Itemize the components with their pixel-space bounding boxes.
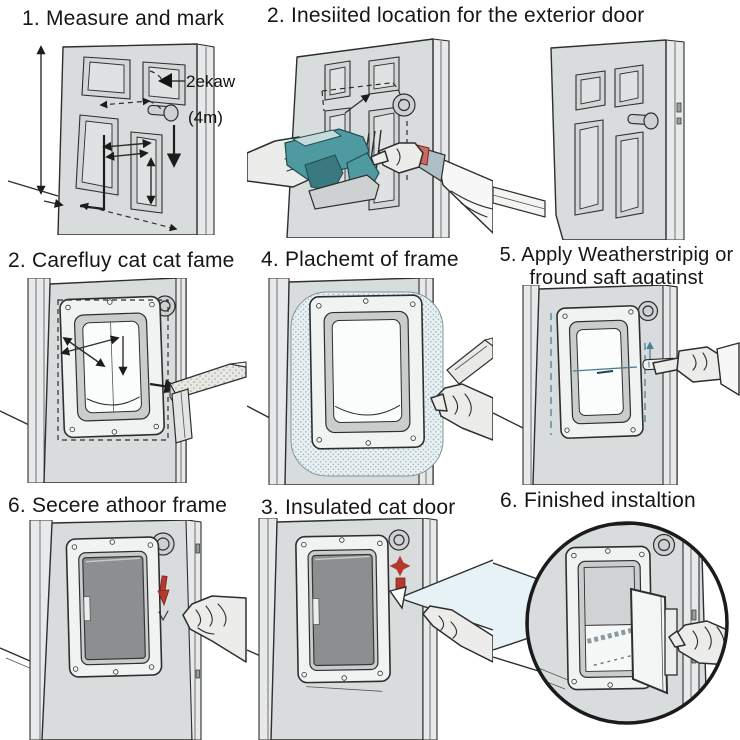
wood-board [169, 361, 247, 444]
measurement-arrows [7, 45, 182, 232]
mark-location-illustration [247, 38, 493, 238]
panel-1-title: 1. Measure and mark [22, 7, 224, 31]
flap-slider [83, 596, 91, 622]
size-note-label: (4m) [188, 108, 223, 127]
measure-and-mark-illustration: 2ekaw (4m) [7, 43, 236, 235]
hinge-strip [586, 626, 640, 644]
screw-note-label: 2ekaw [186, 72, 236, 91]
baseboard [493, 186, 546, 218]
insulated-door-illustration [247, 518, 493, 740]
magnifier-circle-outline [525, 521, 729, 725]
door-knob [392, 93, 416, 117]
panel-2-title: 2. Inesiited location for the exterior d… [267, 4, 644, 28]
red-screw-icon [157, 575, 170, 607]
door-knob [637, 300, 659, 322]
panel-weatherstrip [493, 285, 740, 485]
secure-frame-illustration [0, 520, 247, 740]
wedge-icon [158, 73, 172, 88]
panel-9-title: 6. Finished instaltion [500, 489, 696, 513]
panel-7-title: 6. Secere athoor frame [8, 494, 227, 518]
screw-callout: 2ekaw (4m) [149, 70, 236, 127]
panel-4-title-text: 2. Carefluy cat cat fame [8, 249, 235, 272]
floor-line [493, 656, 546, 674]
panel-measure-and-mark: 2ekaw (4m) [0, 35, 247, 235]
left-hand-with-staple-gun [247, 128, 380, 210]
hand-under-beam [422, 605, 493, 663]
panel-6-title-line1: 5. Apply Weatherstripig or [499, 244, 734, 266]
wood-stick [446, 339, 493, 385]
panel-9-title-text: 6. Finished instaltion [500, 489, 696, 512]
finished-installation-illustration [493, 521, 729, 725]
panel-6-title: 5. Apply Weatherstripig or fround saft a… [494, 244, 739, 290]
cut-arrows [60, 335, 179, 394]
exterior-door-illustration [493, 39, 685, 240]
cat-door-frame [59, 295, 165, 439]
staple-gun-top [291, 129, 343, 147]
door [57, 43, 215, 235]
pointing-hand-with-strip [642, 342, 740, 397]
alignment-guides [550, 313, 654, 435]
dark-flap [311, 553, 375, 667]
frame-placement-illustration [247, 278, 493, 485]
door-handle [627, 112, 659, 130]
staple-gun-grip [304, 154, 344, 192]
beam-arrowhead [388, 586, 407, 610]
pinching-hand [182, 595, 247, 663]
flap-slider [312, 598, 320, 625]
weatherstrip-illustration [493, 285, 740, 485]
board-holder [171, 388, 193, 444]
index-finger [370, 150, 389, 166]
opening-interior [583, 566, 636, 626]
latch-plate [676, 102, 682, 113]
cat-door-frame [65, 536, 163, 678]
thumb [668, 630, 686, 648]
panel-cut-frame [0, 278, 247, 483]
door [550, 39, 685, 240]
panel-5-title: 4. Plachemt of frame [261, 248, 459, 272]
panel-1-title-text: 1. Measure and mark [22, 7, 225, 30]
cat-door-frame [309, 294, 425, 450]
panel-8-title-text: 3. Insulated cat door [261, 496, 456, 519]
screw-tip-outline [158, 610, 169, 622]
door-handle [147, 104, 179, 122]
panel-2-title-text: 2. Inesiited location for the exterior d… [267, 4, 645, 27]
cat-door-frame [295, 534, 391, 692]
right-pointing-hand [370, 142, 493, 234]
cat-door-frame [565, 545, 653, 691]
right-hand-with-board [430, 337, 493, 441]
panel-frame-placement [247, 278, 493, 485]
dark-flap [82, 555, 146, 661]
panel-mark-location [247, 33, 493, 238]
staple-gun-base [308, 174, 380, 210]
panel-4-title: 2. Carefluy cat cat fame [8, 249, 235, 273]
panel-8-title: 3. Insulated cat door [261, 496, 456, 520]
panel-secure-frame [0, 520, 247, 740]
red-cross-icon [389, 555, 411, 577]
cut-outline [57, 299, 169, 441]
latch-bolt [676, 117, 682, 125]
panel-exterior-door [493, 25, 740, 240]
open-flap [629, 587, 678, 695]
thumb [430, 393, 448, 412]
panel-insulated-door [247, 518, 493, 740]
panel-7-title-text: 6. Secere athoor frame [8, 494, 228, 517]
panel-finished-installation [493, 515, 740, 740]
cut-frame-illustration [0, 278, 247, 483]
panel-5-title-text: 4. Plachemt of frame [261, 248, 459, 271]
door-knob [652, 533, 676, 557]
panel-6-title-line2: fround saft agatinst [529, 267, 704, 289]
door-knob [388, 529, 410, 551]
